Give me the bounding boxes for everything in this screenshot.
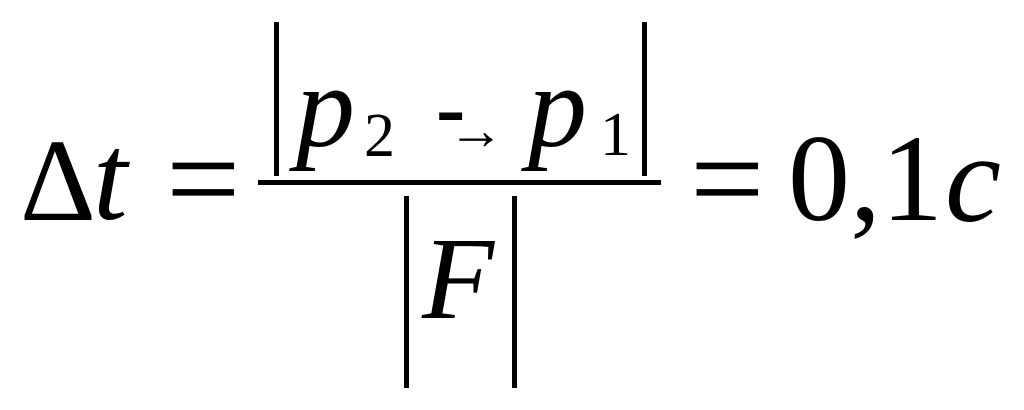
- equals-sign-left: =: [166, 105, 241, 252]
- initial-momentum-symbol: p: [528, 41, 587, 172]
- force-symbol: F: [422, 213, 495, 344]
- time-variable: t: [93, 109, 128, 246]
- initial-momentum-subscript: 1: [600, 101, 631, 169]
- equals-sign-right: =: [690, 105, 765, 252]
- final-momentum-subscript: 2: [364, 102, 395, 170]
- numerator-left-absolute-bar: [274, 22, 279, 176]
- denominator-left-absolute-bar: [404, 196, 409, 388]
- delta-symbol: Δ: [20, 115, 96, 246]
- vector-arrow-icon: →: [448, 100, 504, 162]
- result-value: 0,1: [788, 110, 943, 247]
- numerator-right-absolute-bar: [642, 22, 647, 176]
- denominator-right-absolute-bar: [512, 196, 517, 388]
- final-momentum-symbol: p: [296, 41, 355, 172]
- fraction-bar: [258, 180, 661, 185]
- minus-sign: -: [436, 60, 466, 157]
- result-unit: c: [945, 110, 1001, 249]
